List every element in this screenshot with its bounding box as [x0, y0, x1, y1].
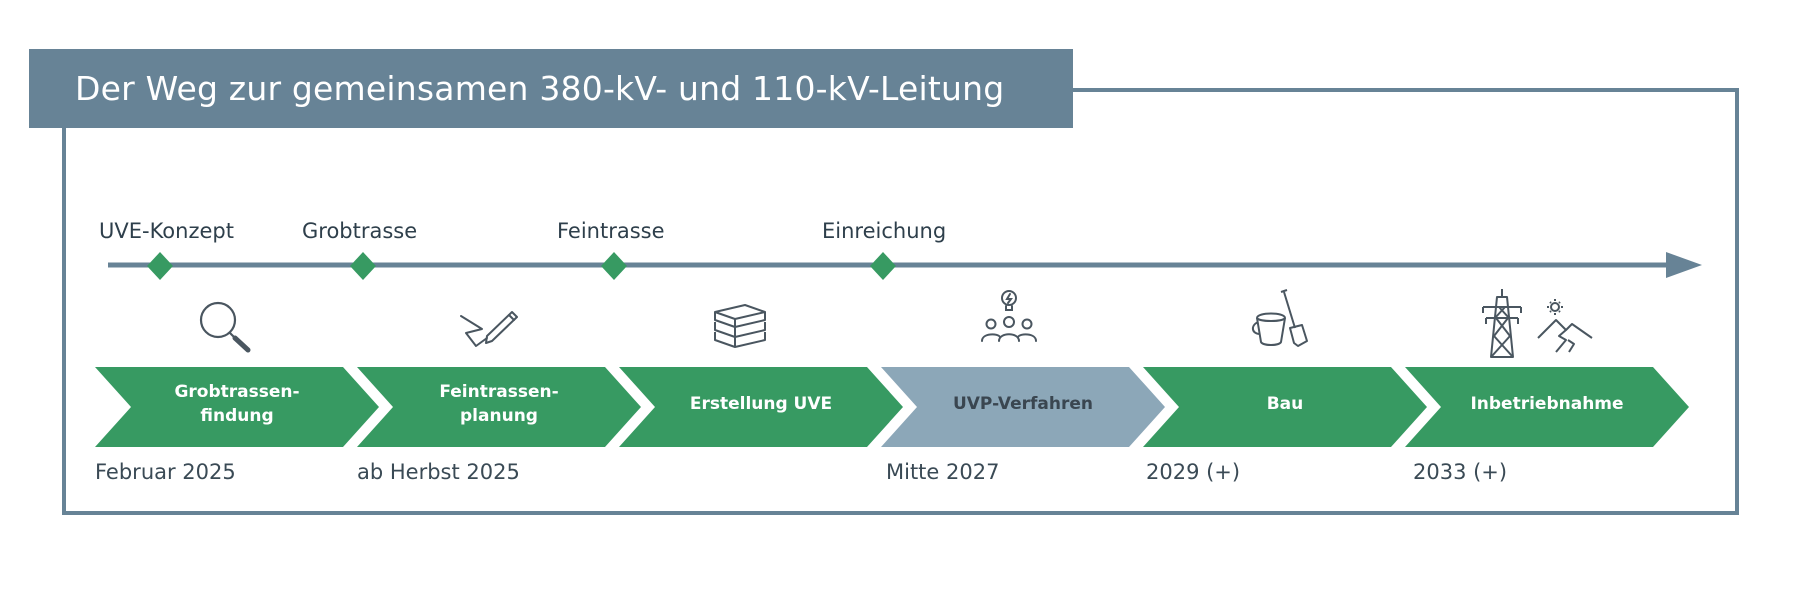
phase-chevron-inbetriebnahme — [1405, 367, 1689, 447]
books-icon — [714, 304, 766, 348]
phase-date-uvp-verfahren: Mitte 2027 — [886, 460, 1000, 484]
bucket-shovel-icon — [1252, 289, 1308, 347]
phase-chevron-grobtrassenfindung — [95, 367, 379, 447]
phase-date-bau: 2029 (+) — [1146, 460, 1241, 484]
phase-date-grobtrassenfindung: Februar 2025 — [95, 460, 236, 484]
pylon-landscape-icon — [1482, 289, 1593, 358]
milestone-label-einreichung: Einreichung — [822, 219, 947, 243]
milestone-diamond-feintrasse — [601, 252, 627, 280]
milestone-label-grobtrasse: Grobtrasse — [302, 219, 418, 243]
phase-label-uvp-verfahren: UVP-Verfahren — [952, 394, 1094, 414]
phase-label-bau: Bau — [1266, 394, 1304, 414]
people-idea-icon — [981, 290, 1037, 342]
phase-label-erstellung-uve: Erstellung UVE — [689, 394, 833, 414]
milestone-diamond-uve-konzept — [147, 252, 173, 280]
magnifier-icon — [199, 301, 251, 353]
milestone-label-feintrasse: Feintrasse — [557, 219, 665, 243]
title-bar: Der Weg zur gemeinsamen 380-kV- und 110-… — [29, 49, 1073, 128]
phase-date-feintrassenplanung: ab Herbst 2025 — [357, 460, 520, 484]
phase-date-inbetriebnahme: 2033 (+) — [1413, 460, 1508, 484]
milestone-label-uve-konzept: UVE-Konzept — [99, 219, 234, 243]
page-title: Der Weg zur gemeinsamen 380-kV- und 110-… — [75, 69, 1005, 108]
phase-label-grobtrassenfindung: Grobtrassen- findung — [174, 382, 300, 426]
phase-chevron-feintrassenplanung — [357, 367, 641, 447]
phase-chevron-uvp-verfahren — [881, 367, 1165, 447]
milestone-diamond-einreichung — [870, 252, 896, 280]
timeline-arrowhead — [1666, 252, 1702, 278]
phase-label-feintrassenplanung: Feintrassen- planung — [439, 382, 559, 426]
pen-drawing-icon — [460, 311, 518, 347]
milestone-diamond-grobtrasse — [350, 252, 376, 280]
phase-label-inbetriebnahme: Inbetriebnahme — [1470, 394, 1624, 414]
phase-chevron-erstellung-uve — [619, 367, 903, 447]
phase-chevron-bau — [1143, 367, 1427, 447]
